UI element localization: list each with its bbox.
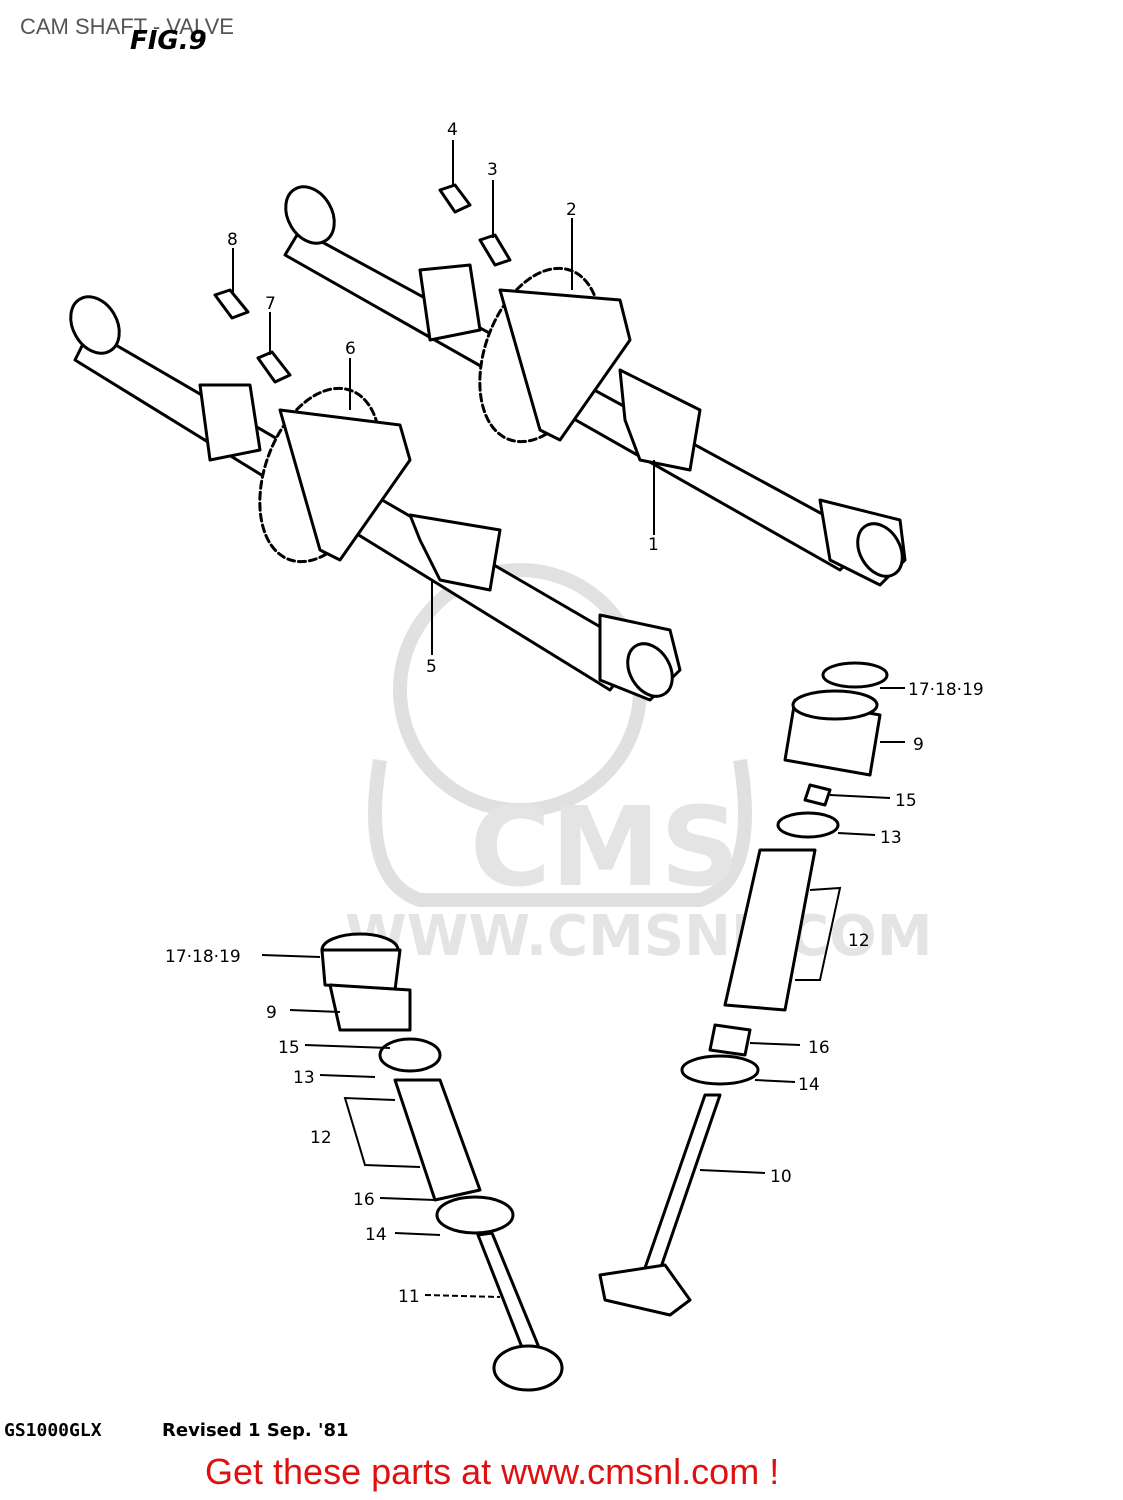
- callout-9-left: 9: [266, 1003, 277, 1023]
- valve-assembly-left: [320, 932, 564, 1392]
- page-title: CAM SHAFT - VALVE: [20, 14, 234, 39]
- sprocket-lower: [258, 386, 412, 564]
- callout-5: 5: [426, 657, 437, 677]
- callout-15-left: 15: [278, 1038, 300, 1058]
- callout-14-right: 14: [798, 1075, 820, 1095]
- callout-13-right: 13: [880, 828, 902, 848]
- callout-7: 7: [265, 294, 276, 314]
- get-parts-link[interactable]: Get these parts at www.cmsnl.com !: [205, 1451, 780, 1492]
- cms-watermark: CMS WWW.CMSNL.COM: [345, 563, 932, 969]
- callout-2: 2: [566, 200, 577, 220]
- callout-12-right: 12: [848, 931, 870, 951]
- bolt-8: [213, 288, 250, 320]
- callouts: 1 2 3 4 5 6 7 8 17·18·19 9 15 13 12 16 1…: [165, 120, 984, 1307]
- callout-14-left: 14: [365, 1225, 387, 1245]
- watermark-brand: CMS: [470, 783, 739, 911]
- callout-9-right: 9: [913, 735, 924, 755]
- bolt-7: [256, 350, 292, 384]
- sprocket-upper: [478, 266, 632, 444]
- callout-10: 10: [770, 1167, 792, 1187]
- callout-3: 3: [487, 160, 498, 180]
- callout-15-right: 15: [895, 791, 917, 811]
- callout-8: 8: [227, 230, 238, 250]
- callout-13-left: 13: [293, 1068, 315, 1088]
- callout-171819-right: 17·18·19: [908, 680, 984, 700]
- revision-date: Revised 1 Sep. '81: [162, 1420, 349, 1441]
- callout-12-left: 12: [310, 1128, 332, 1148]
- callout-4: 4: [447, 120, 458, 140]
- callout-16-right: 16: [808, 1038, 830, 1058]
- watermark-url: WWW.CMSNL.COM: [345, 904, 932, 969]
- model-code: GS1000GLX: [4, 1420, 102, 1441]
- bolt-3: [478, 233, 512, 267]
- callout-171819-left: 17·18·19: [165, 947, 241, 967]
- figure-label: FIG.9: [130, 26, 207, 56]
- valve-assembly-right: [598, 661, 889, 1317]
- bolt-4: [438, 183, 472, 214]
- callout-11: 11: [398, 1287, 420, 1307]
- callout-1: 1: [648, 535, 659, 555]
- leader-lines: [232, 140, 905, 1298]
- callout-6: 6: [345, 339, 356, 359]
- callout-16-left: 16: [353, 1190, 375, 1210]
